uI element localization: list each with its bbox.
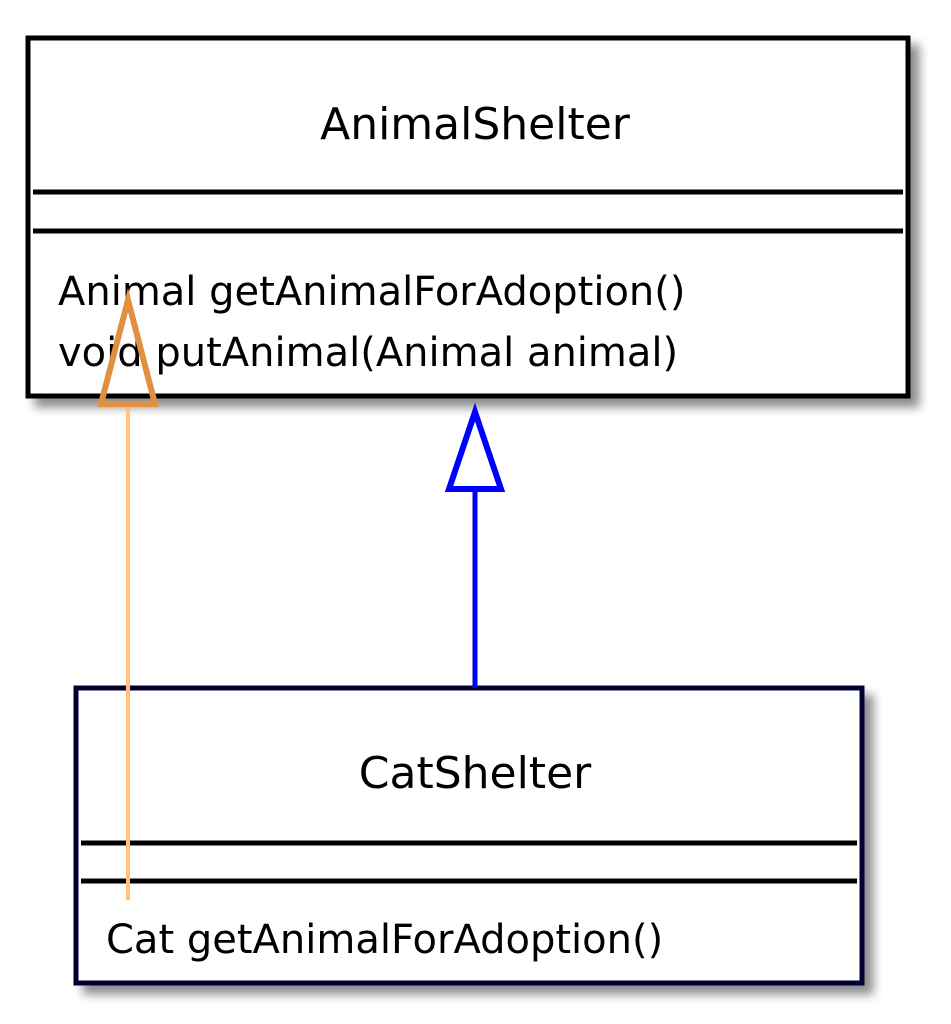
class-cat-shelter[interactable]: CatShelter Cat getAnimalForAdoption() — [73, 685, 865, 986]
method-put-animal: void putAnimal(Animal animal) — [58, 330, 678, 376]
generalization-arrow-orange[interactable] — [97, 288, 159, 900]
class-cat-shelter-box — [73, 685, 865, 986]
method-get-animal-for-adoption: Animal getAnimalForAdoption() — [58, 269, 685, 315]
generalization-arrow-blue[interactable] — [444, 402, 506, 688]
hollow-triangle-arrowhead-icon — [97, 288, 159, 407]
class-animal-shelter-name: AnimalShelter — [320, 99, 631, 150]
class-animal-shelter[interactable]: AnimalShelter Animal getAnimalForAdoptio… — [25, 35, 911, 399]
class-animal-shelter-box — [25, 35, 911, 399]
hollow-triangle-arrowhead-icon — [444, 402, 506, 492]
method-cat-get-animal-for-adoption: Cat getAnimalForAdoption() — [106, 917, 663, 963]
class-cat-shelter-name: CatShelter — [359, 748, 592, 799]
